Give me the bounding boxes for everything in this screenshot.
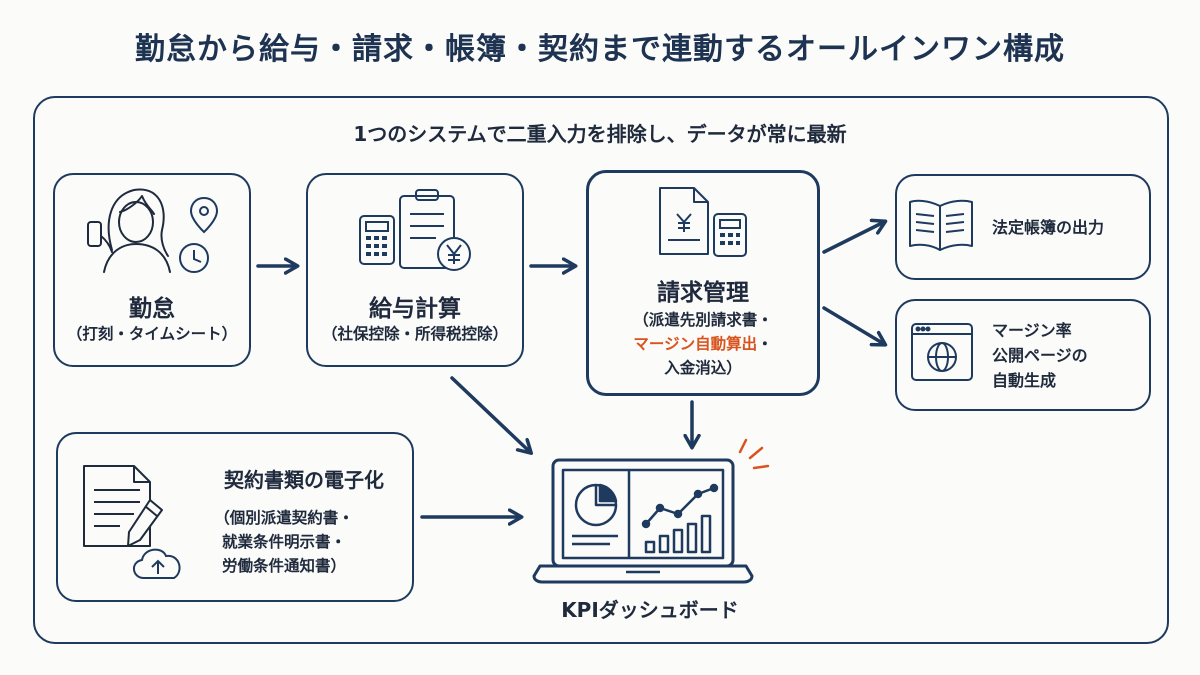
contracts-detail: （個別派遣契約書・ 就業条件明示書・ 労働条件通知書）	[196, 506, 372, 578]
contracts-title: 契約書類の電子化	[224, 468, 384, 492]
billing-detail-line1: （派遣先別請求書・	[633, 311, 773, 329]
attendance-box	[53, 173, 251, 367]
arrow-billing-to-ledger	[822, 218, 888, 254]
page-title: 勤怠から給与・請求・帳簿・契約まで連動するオールインワン構成	[135, 32, 1065, 67]
margin-page-line2: 公開ページの	[992, 346, 1088, 365]
margin-page-box	[895, 299, 1151, 411]
arrow-billing-to-margin-page	[822, 306, 888, 347]
system-frame	[33, 96, 1169, 644]
clock-icon	[179, 243, 209, 273]
yen-invoice-icon	[659, 187, 709, 255]
payroll-title: 給与計算	[369, 296, 461, 322]
billing-detail-line2: マージン自動算出・	[586, 332, 820, 356]
dashboard-title: KPIダッシュボード	[561, 598, 739, 622]
billing-box	[586, 170, 820, 396]
ledger-title: 法定帳簿の出力	[992, 218, 1105, 237]
contracts-detail-line2: 就業条件明示書・	[221, 533, 346, 551]
billing-detail-line2-suffix: ・	[757, 335, 773, 353]
contracts-box	[56, 432, 414, 602]
margin-page-text: マージン率 公開ページの 自動生成	[992, 318, 1088, 393]
billing-calculator-icon	[713, 213, 747, 257]
pen-icon	[127, 499, 163, 547]
calculator-icon	[359, 215, 395, 265]
ledger-box	[895, 174, 1151, 280]
person-with-phone-icon	[87, 188, 171, 273]
system-subtitle: 1つのシステムで二重入力を排除し、データが常に最新	[353, 122, 847, 146]
contracts-detail-line1: （個別派遣契約書・	[214, 509, 354, 527]
margin-page-line1: マージン率	[992, 321, 1072, 340]
billing-detail-line3: 入金消込）	[664, 359, 742, 377]
highlight-spark-icon	[738, 438, 770, 470]
contracts-detail-line3: 労働条件通知書）	[221, 557, 346, 575]
location-pin-icon	[189, 196, 219, 234]
payroll-detail: （社保控除・所得税控除）	[321, 325, 508, 343]
margin-page-line3: 自動生成	[992, 371, 1057, 390]
laptop-dashboard-icon	[532, 458, 754, 584]
attendance-title: 勤怠	[129, 296, 175, 322]
margin-auto-calc-highlight: マージン自動算出	[633, 335, 758, 353]
attendance-detail: （打刻・タイムシート）	[66, 325, 238, 343]
web-page-globe-icon	[911, 323, 973, 381]
billing-detail: （派遣先別請求書・ マージン自動算出・ 入金消込）	[586, 308, 820, 380]
open-book-icon	[909, 199, 973, 251]
cloud-upload-icon	[133, 548, 181, 579]
billing-title: 請求管理	[657, 280, 749, 306]
yen-coin-icon	[437, 237, 471, 271]
arrow-payroll-to-dashboard	[450, 376, 534, 455]
